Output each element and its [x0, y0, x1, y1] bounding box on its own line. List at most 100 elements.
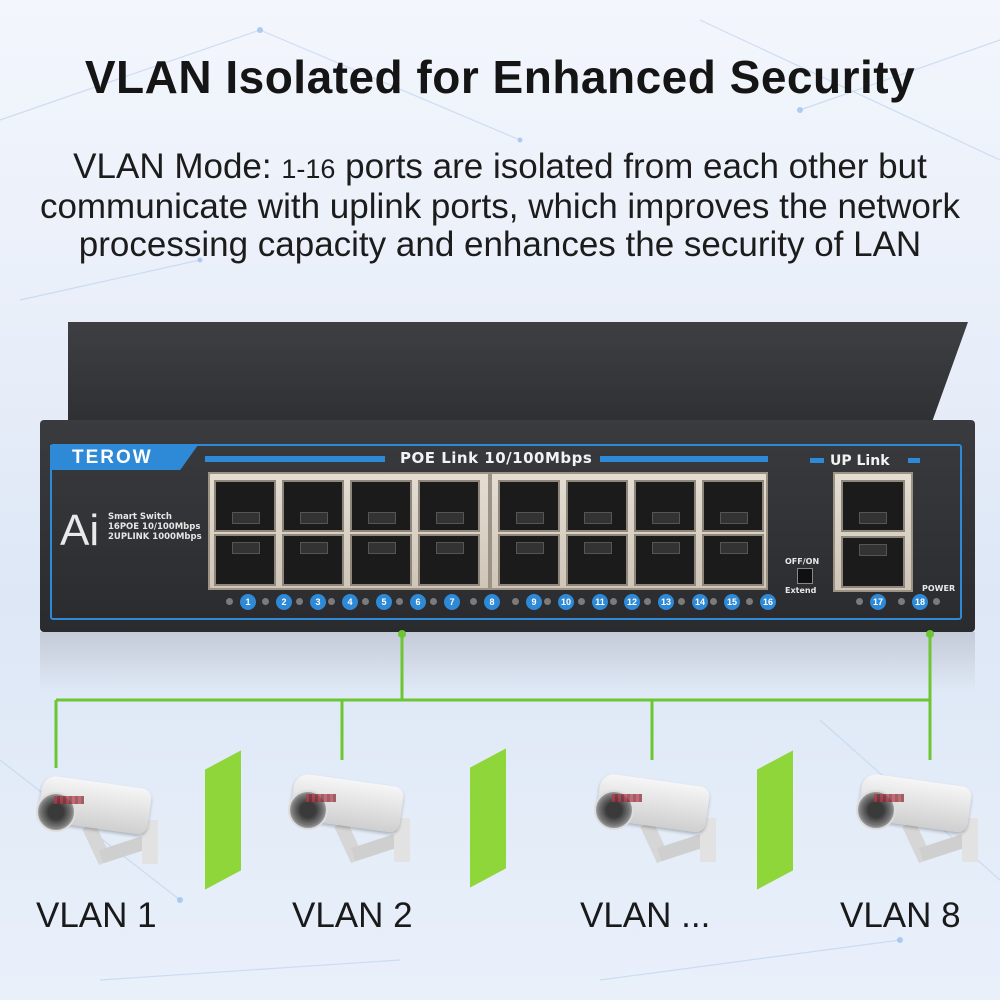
- model-line-1: Smart Switch: [108, 512, 172, 522]
- port-number-badge: 11: [592, 594, 608, 610]
- off-on-label: OFF/ON: [785, 557, 820, 566]
- rj45-port: [566, 480, 628, 532]
- vlan-separator-2: [470, 748, 506, 888]
- brand-logo: TEROW: [50, 445, 198, 470]
- port-number-badge: 18: [912, 594, 928, 610]
- security-camera-4: [850, 770, 990, 880]
- port-led: [362, 598, 369, 605]
- port-number-badge: 12: [624, 594, 640, 610]
- port-number-badge: 13: [658, 594, 674, 610]
- port-number-badge: 7: [444, 594, 460, 610]
- front-panel-frame: [50, 444, 962, 620]
- port-led: [644, 598, 651, 605]
- rj45-port: [498, 534, 560, 586]
- uplink-port: [841, 480, 905, 532]
- switch-top-panel: [68, 322, 968, 422]
- model-line-2: 16POE 10/100Mbps: [108, 522, 201, 532]
- vlan-label-2: VLAN 2: [292, 896, 413, 935]
- port-number-badge: 16: [760, 594, 776, 610]
- switch-downlink-node: [398, 630, 406, 638]
- rj45-port: [418, 534, 480, 586]
- description-line-3: processing capacity and enhances the sec…: [78, 225, 922, 264]
- switch-reflection: [40, 632, 975, 692]
- description-line-1-rest: ports are isolated from each other but: [335, 147, 927, 186]
- security-camera-3: [588, 770, 728, 880]
- rj45-port: [634, 480, 696, 532]
- vlan-label-3: VLAN ...: [580, 896, 711, 935]
- switch-front-panel: TEROW Ai Smart Switch 16POE 10/100Mbps 2…: [40, 420, 975, 632]
- uplink-port: [841, 536, 905, 588]
- port-number-badge: 4: [342, 594, 358, 610]
- port-led: [512, 598, 519, 605]
- page-title: VLAN Isolated for Enhanced Security: [84, 51, 916, 103]
- poe-bar-right: [600, 456, 768, 462]
- port-number-badge: 10: [558, 594, 574, 610]
- port-number-badge: 15: [724, 594, 740, 610]
- model-line-3: 2UPLINK 1000Mbps: [108, 532, 202, 542]
- ai-logo: Ai: [60, 506, 100, 555]
- rj45-port: [214, 480, 276, 532]
- port-led: [610, 598, 617, 605]
- port-led: [430, 598, 437, 605]
- poe-link-label: POE Link 10/100Mbps: [400, 449, 593, 467]
- rj45-port: [498, 480, 560, 532]
- port-led: [262, 598, 269, 605]
- rj45-port: [566, 534, 628, 586]
- port-led: [544, 598, 551, 605]
- poe-port-block-right: [490, 472, 768, 590]
- port-led: [470, 598, 477, 605]
- uplink-bar-right: [908, 458, 920, 463]
- power-label: POWER: [922, 584, 956, 593]
- vlan-label-1: VLAN 1: [36, 896, 157, 935]
- rj45-port: [702, 480, 764, 532]
- uplink-label: UP Link: [830, 453, 890, 469]
- extend-label: Extend: [785, 586, 817, 595]
- port-led: [898, 598, 905, 605]
- description-line-2: communicate with uplink ports, which imp…: [39, 187, 961, 226]
- vlan-separator-1: [205, 750, 241, 890]
- rj45-port: [350, 534, 412, 586]
- port-led: [396, 598, 403, 605]
- security-camera-1: [30, 772, 170, 882]
- uplink-node: [926, 630, 934, 638]
- poe-port-block-left: [208, 472, 490, 590]
- rj45-port: [214, 534, 276, 586]
- rj45-port: [418, 480, 480, 532]
- port-led: [226, 598, 233, 605]
- port-led: [296, 598, 303, 605]
- port-number-badge: 9: [526, 594, 542, 610]
- port-number-badge: 14: [692, 594, 708, 610]
- security-camera-2: [282, 770, 422, 880]
- uplink-port-block: [833, 472, 913, 592]
- uplink-bar-left: [810, 458, 824, 463]
- description-mode-label: VLAN Mode:: [73, 147, 272, 186]
- poe-bar-left: [205, 456, 385, 462]
- port-number-badge: 3: [310, 594, 326, 610]
- port-number-badge: 5: [376, 594, 392, 610]
- extend-toggle-switch[interactable]: [797, 568, 813, 584]
- port-number-badge: 17: [870, 594, 886, 610]
- rj45-port: [702, 534, 764, 586]
- port-number-badge: 8: [484, 594, 500, 610]
- port-led: [746, 598, 753, 605]
- vlan-mode-description: VLAN Mode: 1-16 ports are isolated from …: [20, 148, 980, 264]
- model-specs: Smart Switch 16POE 10/100Mbps 2UPLINK 10…: [108, 512, 202, 542]
- port-led: [678, 598, 685, 605]
- port-led: [710, 598, 717, 605]
- rj45-port: [282, 480, 344, 532]
- power-led: [933, 598, 940, 605]
- port-number-badge: 2: [276, 594, 292, 610]
- rj45-port: [634, 534, 696, 586]
- vlan-label-8: VLAN 8: [840, 896, 961, 935]
- rj45-port: [282, 534, 344, 586]
- port-led: [328, 598, 335, 605]
- rj45-port: [350, 480, 412, 532]
- port-number-badge: 1: [240, 594, 256, 610]
- description-port-range: 1-16: [281, 154, 336, 184]
- vlan-separator-3: [757, 750, 793, 890]
- description-line-1: VLAN Mode: 1-16 ports are isolated from …: [20, 148, 980, 188]
- port-led: [578, 598, 585, 605]
- port-led: [856, 598, 863, 605]
